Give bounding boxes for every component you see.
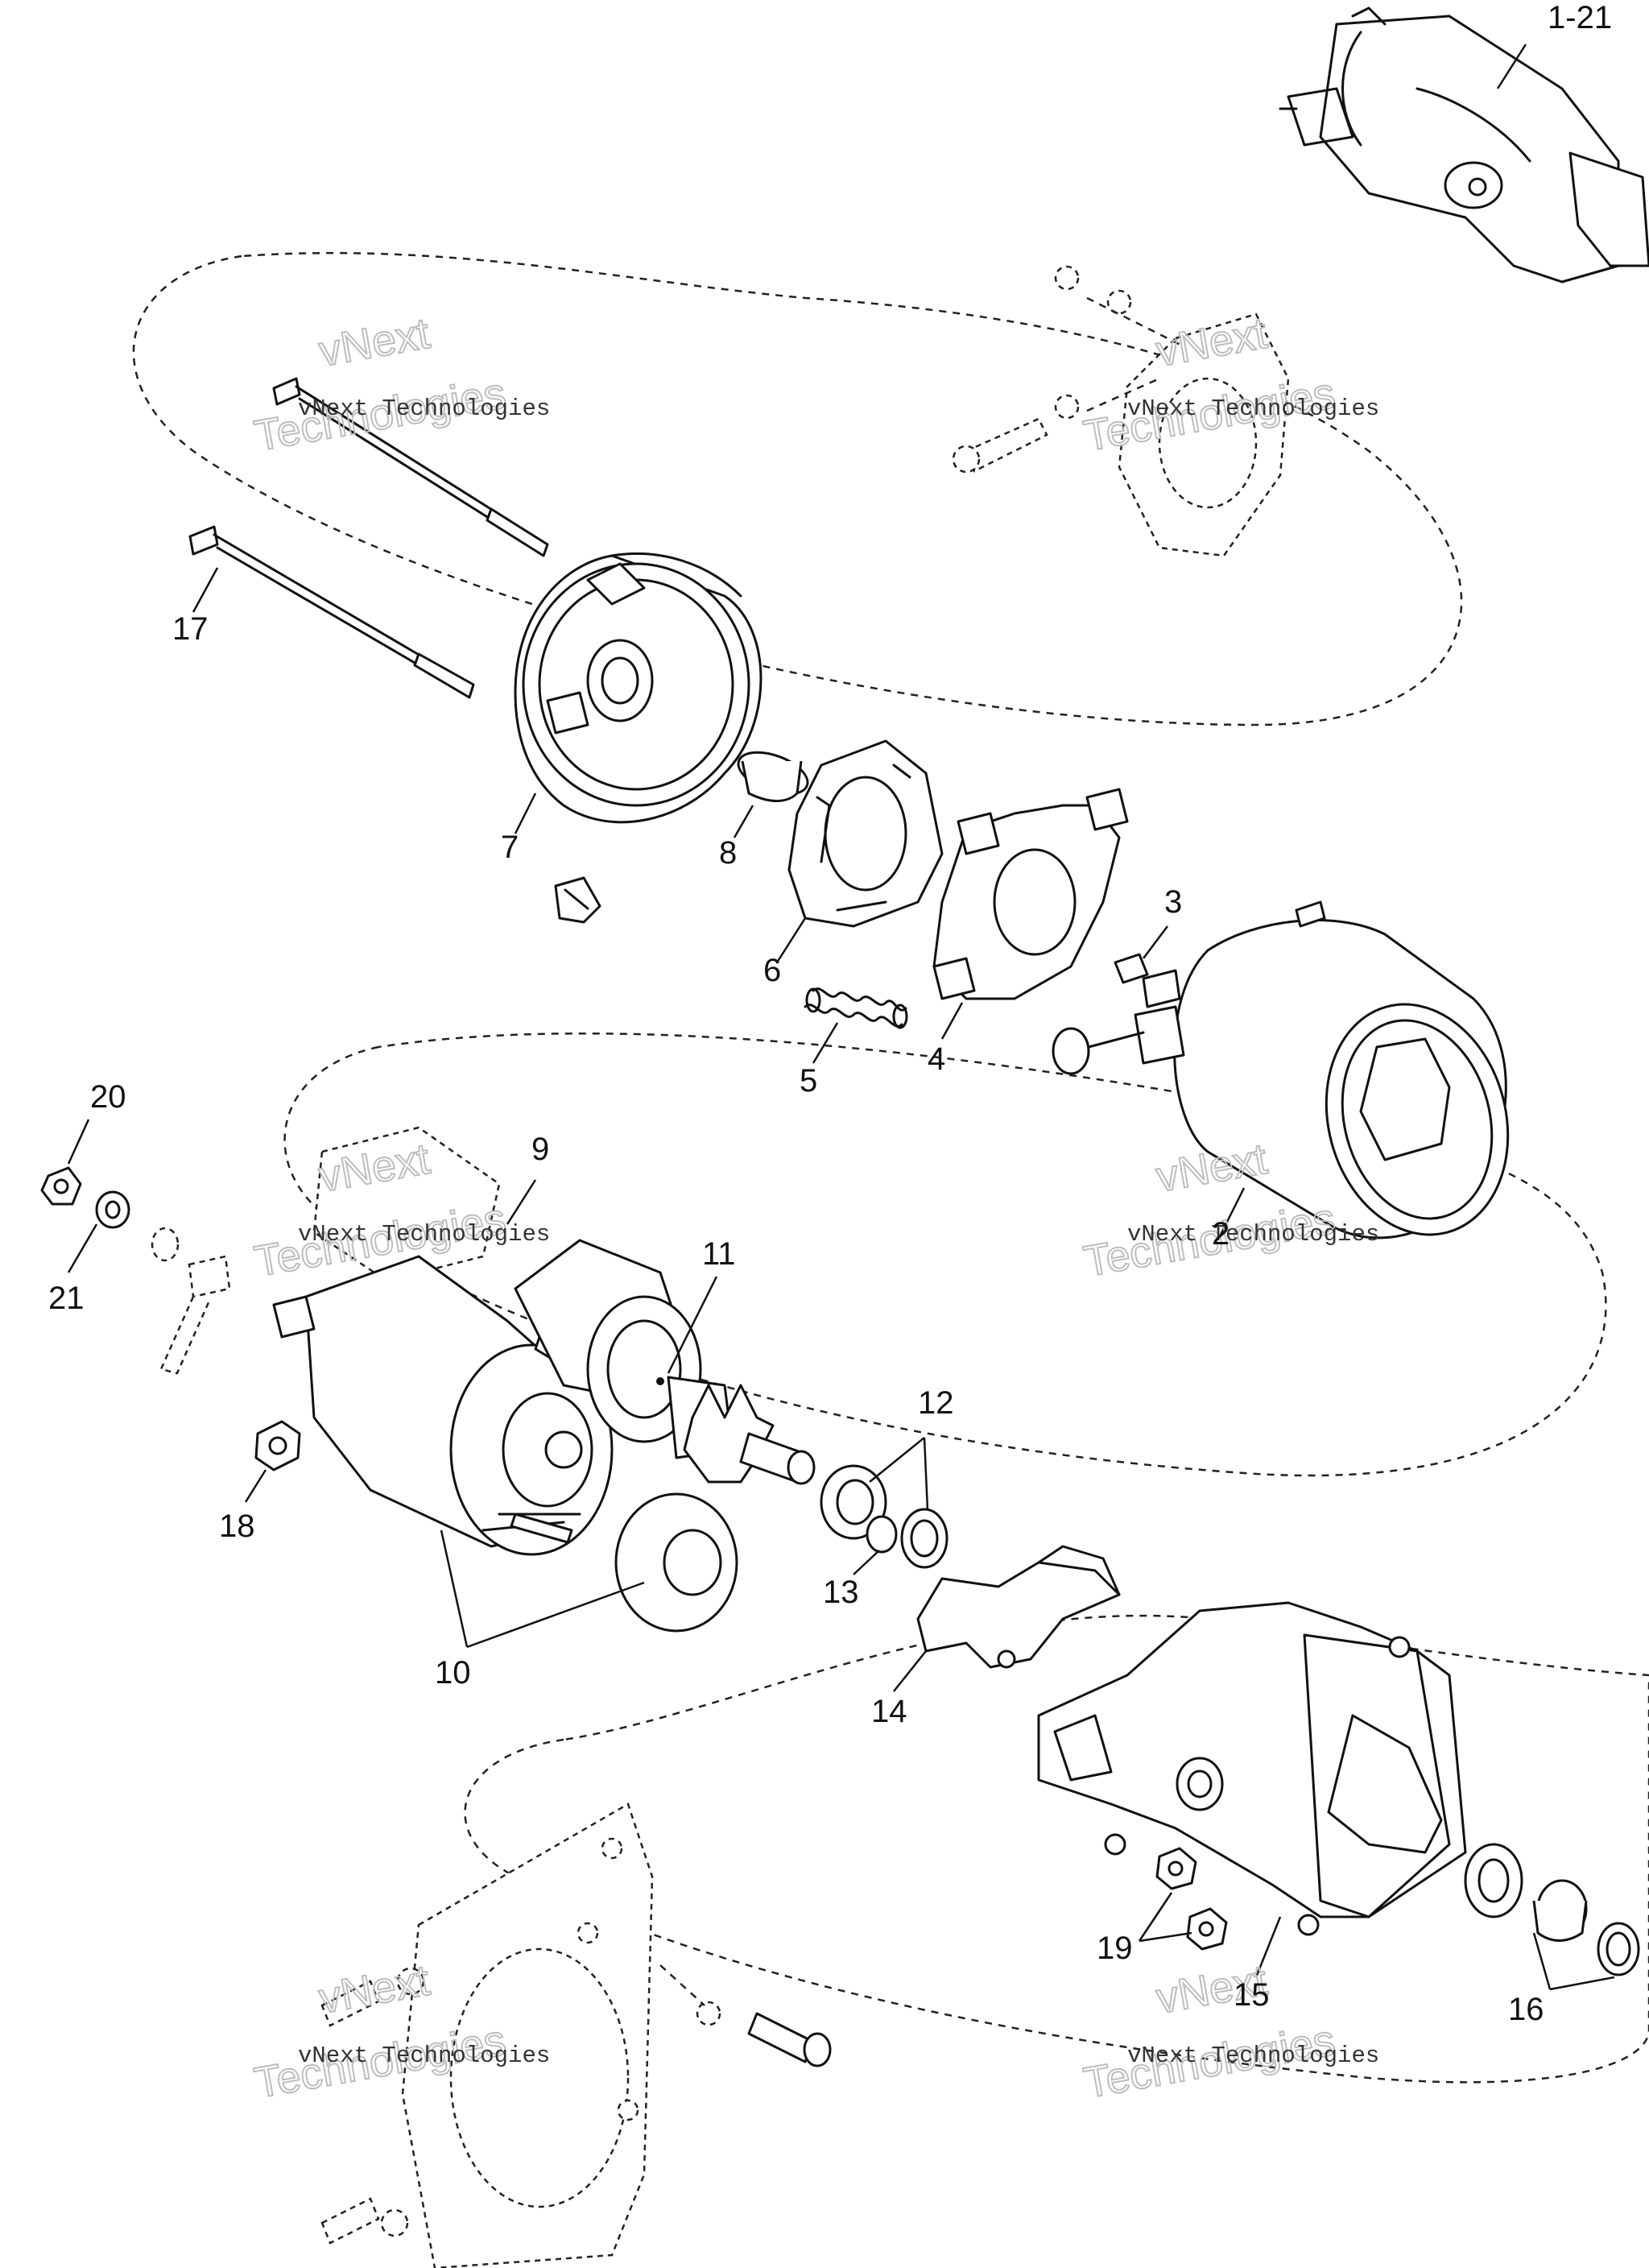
leader-3 bbox=[1143, 925, 1168, 959]
leader-9 bbox=[506, 1179, 537, 1225]
bushing bbox=[737, 751, 809, 802]
callout-21: 21 bbox=[48, 1281, 85, 1316]
callout-4: 4 bbox=[928, 1041, 945, 1077]
callout-7: 7 bbox=[501, 830, 519, 865]
leader-16a bbox=[1532, 1932, 1552, 1990]
brush-clip bbox=[554, 876, 601, 924]
starter-assembly-complete bbox=[1279, 6, 1649, 284]
leader-5 bbox=[812, 1022, 839, 1064]
callout-2: 2 bbox=[1212, 1216, 1230, 1252]
solenoid-switch bbox=[272, 1126, 738, 1633]
svg-text:vNext Technologies: vNext Technologies bbox=[298, 1221, 550, 1248]
leader-15 bbox=[1254, 1916, 1282, 1978]
callout-8: 8 bbox=[719, 835, 737, 871]
watermark-6: vNext Technologies vNext Technologies bbox=[1080, 1956, 1380, 2109]
leader-10a bbox=[440, 1529, 469, 1648]
nut-and-washer bbox=[40, 1166, 231, 1375]
callout-5: 5 bbox=[800, 1063, 817, 1099]
leader-7 bbox=[514, 793, 537, 834]
brush bbox=[1114, 953, 1181, 1008]
leader-20 bbox=[67, 1119, 90, 1165]
mounting-plate-lower bbox=[320, 1802, 832, 2268]
callout-9: 9 bbox=[531, 1132, 549, 1167]
leader-17 bbox=[192, 567, 219, 613]
callout-13: 13 bbox=[823, 1575, 859, 1610]
mounting-nuts bbox=[1155, 1847, 1228, 1951]
leader-18 bbox=[244, 1469, 267, 1503]
drive-end-housing bbox=[1037, 1601, 1523, 1936]
svg-text:vNext: vNext bbox=[316, 309, 433, 376]
leader-10b bbox=[466, 1581, 645, 1649]
svg-text:vNext: vNext bbox=[1153, 1135, 1271, 1202]
callout-10: 10 bbox=[435, 1655, 471, 1691]
mounting-bracket-top bbox=[952, 265, 1290, 557]
callout-3: 3 bbox=[1164, 884, 1182, 920]
drive-end-bushing bbox=[1532, 1879, 1640, 1976]
leader-2 bbox=[1218, 1187, 1246, 1237]
brush-spring bbox=[804, 987, 908, 1029]
leader-6 bbox=[775, 917, 807, 963]
callout-19: 19 bbox=[1097, 1931, 1133, 1966]
callout-11: 11 bbox=[702, 1236, 736, 1272]
leader-14 bbox=[893, 1650, 927, 1692]
leader-16b bbox=[1549, 1976, 1615, 1991]
armature bbox=[514, 1239, 816, 1485]
leader-13 bbox=[853, 1550, 880, 1575]
callout-15: 15 bbox=[1234, 1977, 1270, 2013]
svg-text:vNext Technologies: vNext Technologies bbox=[1127, 2042, 1379, 2069]
leader-8 bbox=[733, 805, 754, 838]
svg-text:vNext Technologies: vNext Technologies bbox=[1127, 1221, 1379, 1248]
svg-text:vNext Technologies: vNext Technologies bbox=[298, 2042, 550, 2069]
drive-lever bbox=[916, 1545, 1121, 1669]
end-cover-housing bbox=[514, 553, 763, 824]
callout-12: 12 bbox=[918, 1385, 954, 1421]
leader-1-21 bbox=[1496, 43, 1527, 89]
callout-14: 14 bbox=[871, 1694, 907, 1729]
terminal-nut bbox=[254, 1420, 301, 1471]
leader-21 bbox=[67, 1223, 98, 1273]
leader-19a bbox=[1138, 1892, 1173, 1942]
leader-11 bbox=[667, 1276, 718, 1374]
callout-6: 6 bbox=[763, 953, 781, 988]
brush-plate bbox=[787, 739, 944, 928]
callout-16: 16 bbox=[1508, 1992, 1544, 2027]
group-outline-upper bbox=[132, 251, 1463, 726]
callout-17: 17 bbox=[172, 611, 209, 647]
svg-text:vNext Technologies: vNext Technologies bbox=[298, 395, 550, 422]
callout-18: 18 bbox=[219, 1509, 255, 1544]
brush-holder bbox=[932, 788, 1129, 1000]
group-outline-middle bbox=[283, 1032, 1607, 1477]
leader-19b bbox=[1139, 1931, 1192, 1943]
svg-text:vNext Technologies: vNext Technologies bbox=[1127, 395, 1379, 422]
through-bolts bbox=[188, 377, 549, 699]
callout-1-21: 1-21 bbox=[1548, 0, 1612, 35]
leader-12a bbox=[869, 1437, 925, 1483]
leader-12b bbox=[923, 1437, 929, 1511]
field-frame-yoke bbox=[1052, 900, 1510, 1240]
leader-4 bbox=[940, 1002, 964, 1040]
callout-20: 20 bbox=[90, 1079, 126, 1115]
stop-collar-set bbox=[820, 1464, 948, 1569]
